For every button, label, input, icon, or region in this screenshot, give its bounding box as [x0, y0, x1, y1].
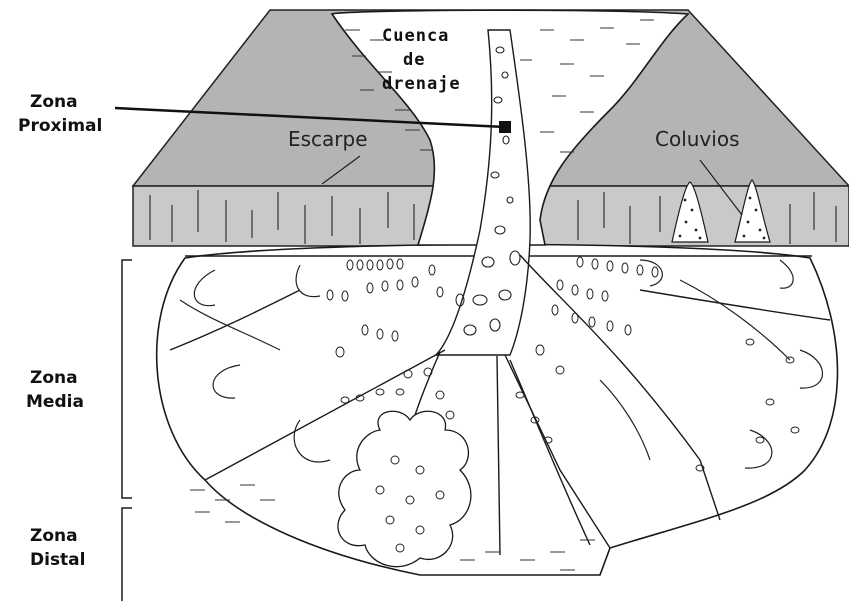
cuenca-label-line2: de [403, 50, 425, 70]
cuenca-label-line3: drenaje [382, 74, 461, 94]
zona-proximal-label-line1: Zona [30, 92, 78, 112]
zona-media-label-line2: Media [26, 392, 84, 412]
cuenca-label-line1: Cuenca [382, 26, 449, 46]
zona-proximal-label-line2: Proximal [18, 116, 102, 136]
zona-media-label-line1: Zona [30, 368, 78, 388]
zona-proximal-marker [499, 121, 511, 133]
zona-distal-label-line1: Zona [30, 526, 78, 546]
zona-distal-bracket [122, 508, 132, 601]
coluvios-label: Coluvios [655, 127, 739, 151]
zona-media-bracket [122, 260, 132, 498]
escarpe-label: Escarpe [288, 127, 368, 151]
zona-distal-label-line2: Distal [30, 550, 85, 570]
